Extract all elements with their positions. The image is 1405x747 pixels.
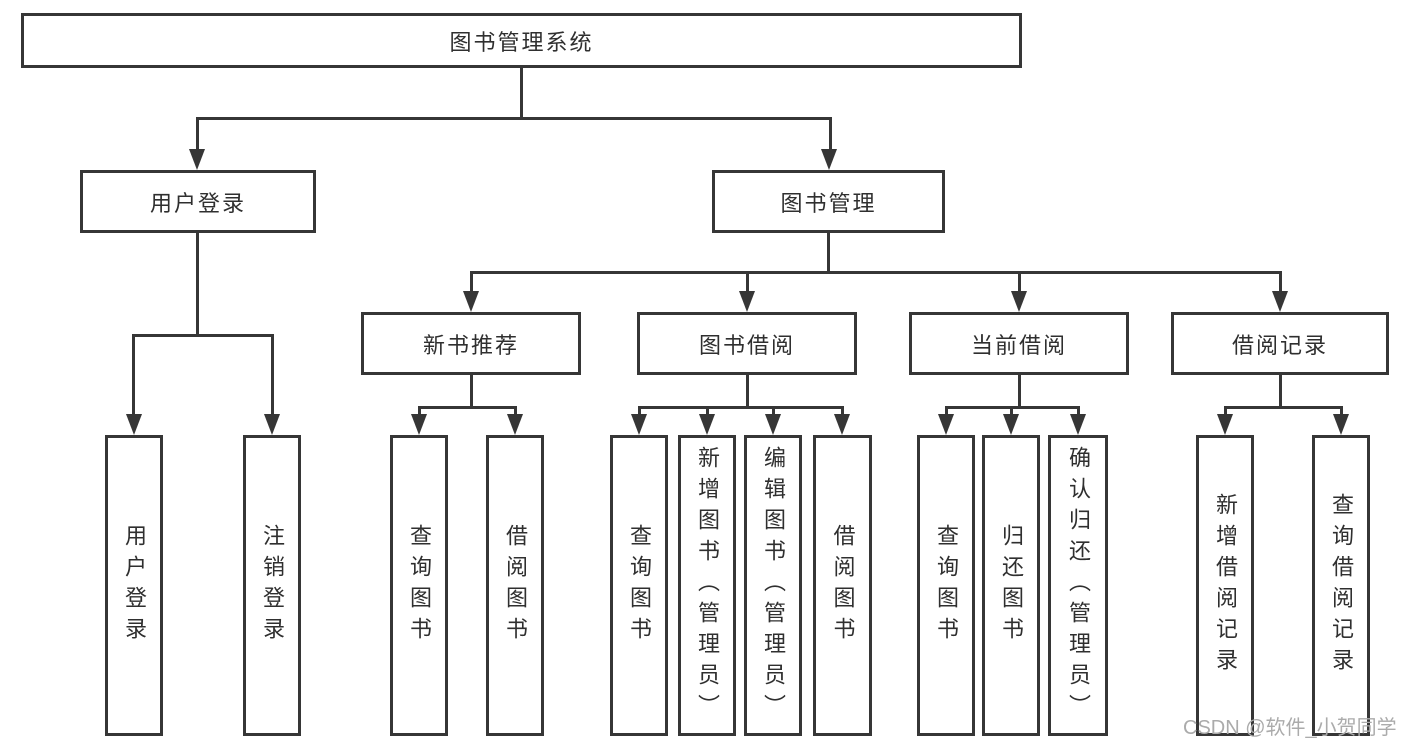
connector-vline [1279, 271, 1282, 293]
arrow-down-icon [1333, 414, 1349, 435]
connector-hline [638, 406, 844, 409]
node-label: 查询图书 [627, 523, 652, 648]
node-leaf-logout: 注销登录 [243, 435, 301, 736]
connector-vline [829, 117, 832, 153]
arrow-down-icon [126, 414, 142, 435]
csdn-watermark: CSDN @软件_小贺同学 [1183, 717, 1397, 739]
arrow-down-icon [264, 414, 280, 435]
node-label: 编辑图书（管理员） [761, 446, 786, 725]
connector-vline [945, 406, 948, 418]
node-book-management: 图书管理 [712, 170, 945, 233]
node-leaf-edit-book-admin: 编辑图书（管理员） [744, 435, 802, 736]
node-new-book-recommendation: 新书推荐 [361, 312, 581, 375]
node-label: 借阅记录 [1231, 332, 1328, 358]
arrow-down-icon [1003, 414, 1019, 435]
node-label: 归还图书 [999, 523, 1024, 648]
arrow-down-icon [411, 414, 427, 435]
node-label: 图书管理系统 [449, 29, 594, 55]
arrow-down-icon [1217, 414, 1233, 435]
connector-vline [514, 406, 517, 418]
connector-hline [470, 271, 1282, 274]
arrow-down-icon [1070, 414, 1086, 435]
node-leaf-add-book-admin: 新增图书（管理员） [678, 435, 736, 736]
arrow-down-icon [821, 149, 837, 170]
arrow-down-icon [1011, 291, 1027, 312]
arrow-down-icon [938, 414, 954, 435]
connector-vline [638, 406, 641, 418]
arrow-down-icon [739, 291, 755, 312]
node-leaf-confirm-return-admin: 确认归还（管理员） [1048, 435, 1108, 736]
node-leaf-borrow-books: 借阅图书 [813, 435, 872, 736]
connector-vline [520, 66, 523, 120]
node-label: 图书借阅 [698, 332, 795, 358]
node-leaf-query-borrow-record: 查询借阅记录 [1312, 435, 1370, 736]
node-label: 确认归还（管理员） [1066, 446, 1091, 725]
arrow-down-icon [631, 414, 647, 435]
node-label: 查询借阅记录 [1329, 492, 1354, 679]
arrow-down-icon [189, 149, 205, 170]
node-leaf-query-books-recommend: 查询图书 [390, 435, 448, 736]
connector-vline [132, 334, 135, 416]
connector-vline [1340, 406, 1343, 418]
connector-vline [470, 271, 473, 293]
connector-hline [418, 406, 516, 409]
node-library-management-system: 图书管理系统 [21, 13, 1022, 68]
connector-hline [196, 117, 832, 120]
connector-vline [772, 406, 775, 418]
node-label: 图书管理 [780, 190, 877, 216]
connector-vline [1279, 375, 1282, 408]
node-label: 注销登录 [260, 523, 285, 648]
node-label: 新增借阅记录 [1213, 492, 1238, 679]
connector-vline [1224, 406, 1227, 418]
node-label: 借阅图书 [503, 523, 528, 648]
connector-vline [1010, 406, 1013, 418]
arrow-down-icon [507, 414, 523, 435]
connector-vline [196, 233, 199, 337]
node-label: 用户登录 [149, 190, 246, 216]
node-user-login: 用户登录 [80, 170, 316, 233]
connector-hline [132, 334, 274, 337]
arrow-down-icon [765, 414, 781, 435]
node-leaf-return-books: 归还图书 [982, 435, 1040, 736]
node-book-borrowing: 图书借阅 [637, 312, 857, 375]
node-current-borrowing: 当前借阅 [909, 312, 1129, 375]
node-label: 借阅图书 [830, 523, 856, 648]
connector-vline [746, 271, 749, 293]
connector-vline [418, 406, 421, 418]
arrow-down-icon [834, 414, 850, 435]
connector-vline [271, 334, 274, 416]
node-label: 查询图书 [934, 523, 959, 648]
node-leaf-add-borrow-record: 新增借阅记录 [1196, 435, 1254, 736]
node-leaf-query-books-borrowing: 查询图书 [610, 435, 668, 736]
node-label: 用户登录 [122, 523, 147, 648]
connector-vline [827, 233, 830, 273]
connector-vline [470, 375, 473, 408]
node-borrowing-records: 借阅记录 [1171, 312, 1389, 375]
node-leaf-borrow-books-recommend: 借阅图书 [486, 435, 544, 736]
connector-vline [841, 406, 844, 418]
connector-vline [1018, 375, 1021, 408]
connector-vline [1077, 406, 1080, 418]
node-label: 新书推荐 [422, 332, 519, 358]
node-leaf-user-login: 用户登录 [105, 435, 163, 736]
connector-vline [746, 375, 749, 408]
node-leaf-query-books-current: 查询图书 [917, 435, 975, 736]
arrow-down-icon [1272, 291, 1288, 312]
connector-vline [706, 406, 709, 418]
arrow-down-icon [463, 291, 479, 312]
connector-vline [196, 117, 199, 153]
connector-hline [1224, 406, 1342, 409]
node-label: 当前借阅 [970, 332, 1067, 358]
connector-vline [1018, 271, 1021, 293]
node-label: 新增图书（管理员） [695, 446, 720, 725]
node-label: 查询图书 [407, 523, 432, 648]
arrow-down-icon [699, 414, 715, 435]
